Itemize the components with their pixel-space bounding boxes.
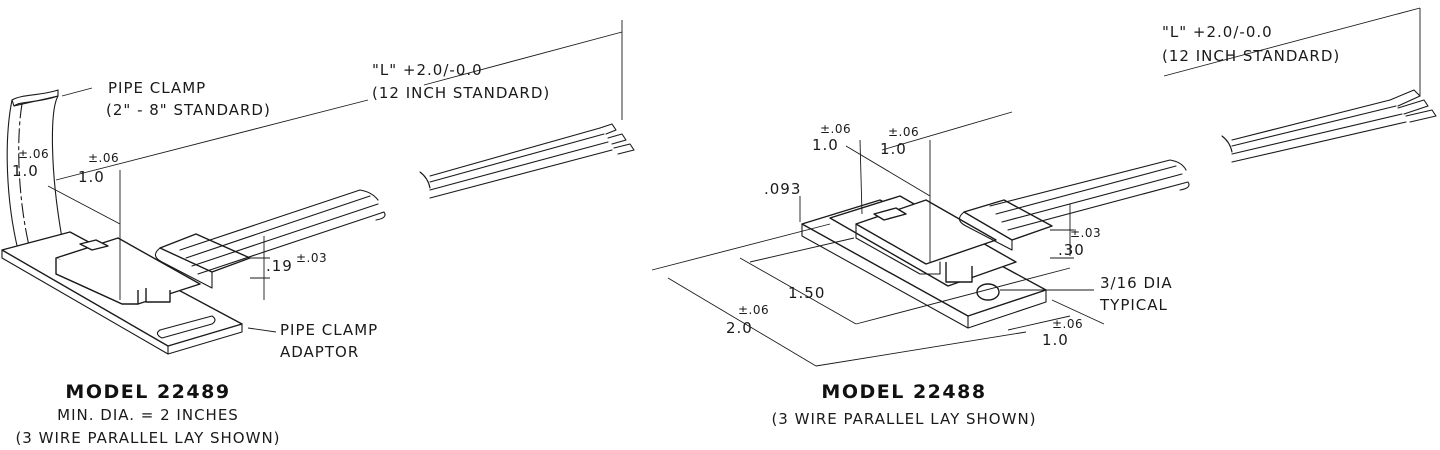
dimension-lines-left — [47, 20, 623, 333]
left-length-label: "L" +2.0/-0.0 — [372, 61, 483, 79]
model-22488-subtitle: (3 WIRE PARALLEL LAY SHOWN) — [771, 410, 1036, 428]
left-dim-b-value: 1.0 — [78, 168, 105, 186]
left-dim-height-value: .19 — [266, 257, 293, 275]
right-dim-30-tolerance: ±.03 — [1070, 226, 1101, 240]
dimension-lines-right — [651, 7, 1421, 367]
ribbon-cable-left — [179, 123, 635, 275]
hole-label-line1: 3/16 DIA — [1100, 274, 1173, 292]
right-dim-a-tolerance: ±.06 — [820, 122, 851, 136]
right-dim-a-value: 1.0 — [812, 136, 839, 154]
model-22488-title: MODEL 22488 — [821, 381, 986, 403]
right-dim-2-0-value: 2.0 — [726, 319, 753, 337]
sensor-block — [55, 237, 201, 305]
right-dim-b-tolerance: ±.06 — [888, 125, 919, 139]
right-dim-b-value: 1.0 — [880, 140, 907, 158]
pipe-clamp-label: PIPE CLAMP — [108, 79, 206, 97]
hole-label-line2: TYPICAL — [1099, 296, 1168, 314]
model-22489-drawing: PIPE CLAMP (2" - 8" STANDARD) "L" +2.0/-… — [1, 20, 635, 447]
pipe-clamp-standard-label: (2" - 8" STANDARD) — [106, 101, 271, 119]
right-dim-c-tolerance: ±.06 — [1052, 317, 1083, 331]
left-length-standard: (12 INCH STANDARD) — [372, 84, 550, 102]
left-dim-a-value: 1.0 — [12, 162, 39, 180]
adaptor-label-line2: ADAPTOR — [280, 343, 359, 361]
right-length-standard: (12 INCH STANDARD) — [1162, 47, 1340, 65]
pipe-clamp-strap — [6, 89, 63, 251]
right-dim-30-value: .30 — [1058, 241, 1085, 259]
right-dim-thickness: .093 — [764, 180, 801, 198]
model-22489-subtitle-1: MIN. DIA. = 2 INCHES — [57, 406, 239, 424]
ribbon-cable-right — [989, 89, 1437, 231]
left-dim-b-tolerance: ±.06 — [88, 151, 119, 165]
left-dim-height-tolerance: ±.03 — [296, 251, 327, 265]
mounting-hole — [976, 283, 1000, 301]
model-22489-subtitle-2: (3 WIRE PARALLEL LAY SHOWN) — [15, 429, 280, 447]
right-dim-1-50: 1.50 — [788, 284, 825, 302]
sensor-block-right — [855, 199, 997, 283]
right-dim-2-0-tolerance: ±.06 — [738, 303, 769, 317]
left-dim-a-tolerance: ±.06 — [18, 147, 49, 161]
right-length-label: "L" +2.0/-0.0 — [1162, 23, 1273, 41]
adaptor-label-line1: PIPE CLAMP — [280, 321, 378, 339]
right-dim-c-value: 1.0 — [1042, 331, 1069, 349]
model-22488-drawing: "L" +2.0/-0.0 (12 INCH STANDARD) ±.06 1.… — [651, 7, 1437, 428]
model-22489-title: MODEL 22489 — [65, 381, 230, 403]
